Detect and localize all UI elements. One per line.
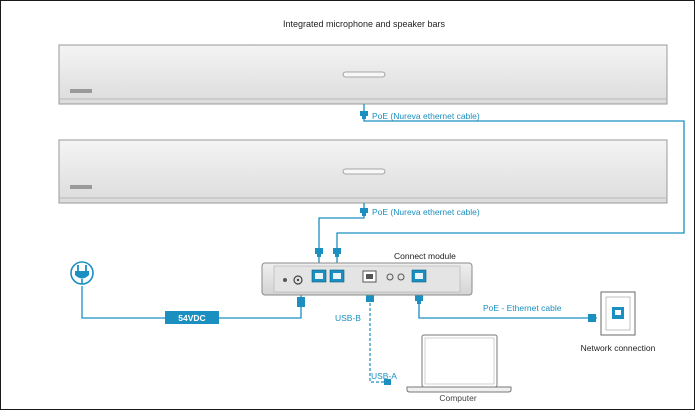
speaker-bar-bottom bbox=[58, 139, 668, 204]
nureva-logo bbox=[70, 185, 92, 189]
usb-a-label: USB-A bbox=[371, 371, 397, 381]
speaker-bar-top bbox=[58, 44, 668, 105]
ethernet-label: PoE - Ethernet cable bbox=[483, 303, 562, 313]
power-plug-icon bbox=[70, 261, 94, 285]
usb-cable bbox=[369, 293, 391, 383]
usb-b-label: USB-B bbox=[335, 313, 361, 323]
connect-module bbox=[261, 262, 473, 296]
wall-outlet-icon bbox=[600, 291, 636, 336]
speaker-bar-led bbox=[342, 168, 386, 175]
poe-label-bottom: PoE (Nureva ethernet cable) bbox=[372, 207, 480, 217]
ethernet-jack-icon bbox=[315, 111, 596, 322]
poe-label-top: PoE (Nureva ethernet cable) bbox=[372, 111, 480, 121]
usb-connector-icon bbox=[366, 295, 391, 385]
power-connector bbox=[297, 297, 305, 307]
nureva-logo bbox=[70, 89, 92, 93]
power-label: 54VDC bbox=[178, 313, 205, 323]
network-connection-label: Network connection bbox=[581, 343, 656, 353]
power-badge bbox=[165, 311, 219, 324]
diagram-title: Integrated microphone and speaker bars bbox=[283, 19, 446, 29]
connect-module-label: Connect module bbox=[394, 251, 456, 261]
speaker-bar-led bbox=[342, 71, 386, 78]
computer-label: Computer bbox=[439, 393, 476, 403]
laptop-icon bbox=[406, 334, 512, 393]
